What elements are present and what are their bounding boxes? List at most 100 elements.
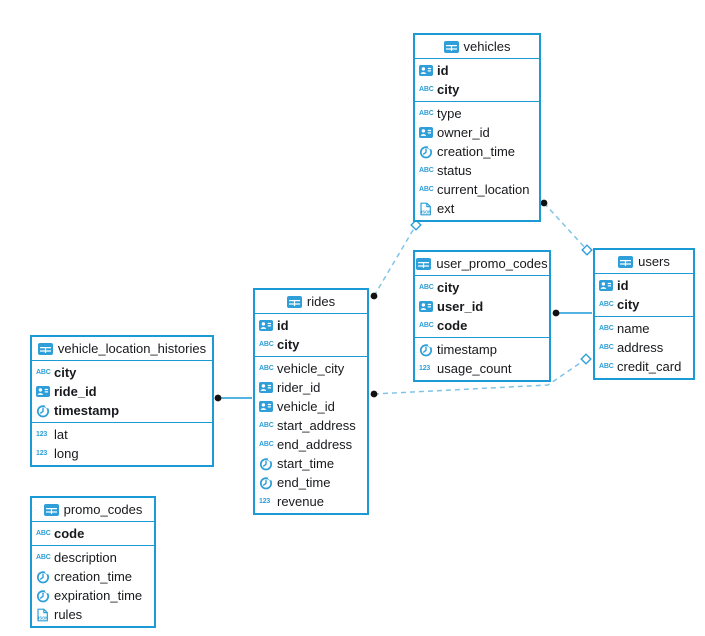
relationship-dot-endpoint bbox=[370, 390, 378, 398]
clock-type-icon bbox=[419, 145, 437, 159]
relationship-line-vehicles-users[interactable] bbox=[543, 202, 588, 251]
relationship-dot-endpoint bbox=[552, 309, 560, 317]
field-name: end_address bbox=[277, 437, 353, 452]
field-row[interactable]: rider_id bbox=[255, 378, 367, 397]
field-name: type bbox=[437, 106, 462, 121]
abc-type-icon: ABC bbox=[259, 365, 274, 372]
field-row[interactable]: user_id bbox=[415, 297, 549, 316]
field-name: code bbox=[54, 526, 85, 541]
field-name: description bbox=[54, 550, 117, 565]
field-row[interactable]: expiration_time bbox=[32, 586, 154, 605]
field-name: id bbox=[277, 318, 289, 333]
field-row[interactable]: start_time bbox=[255, 454, 367, 473]
table-grid-icon bbox=[443, 40, 459, 53]
relationship-diamond-endpoint bbox=[581, 244, 593, 256]
num-type-icon: 123 bbox=[419, 365, 431, 372]
relationship-line-rides-users[interactable] bbox=[373, 358, 587, 395]
field-name: creation_time bbox=[54, 569, 133, 584]
relationship-dot-endpoint bbox=[214, 394, 222, 402]
field-row[interactable]: timestamp bbox=[32, 401, 212, 420]
badge-type-icon bbox=[419, 65, 437, 76]
abc-type-icon: ABC bbox=[259, 341, 274, 348]
field-row[interactable]: creation_time bbox=[415, 142, 539, 161]
table-header[interactable]: rides bbox=[255, 290, 367, 314]
num-type-icon: 123 bbox=[36, 450, 48, 457]
field-name: city bbox=[437, 280, 460, 295]
field-name: start_time bbox=[277, 456, 335, 471]
relationship-dot-endpoint bbox=[370, 292, 378, 300]
field-name: expiration_time bbox=[54, 588, 143, 603]
abc-type-icon: ABC bbox=[599, 344, 614, 351]
field-row[interactable]: id bbox=[415, 61, 539, 80]
field-row[interactable]: end_time bbox=[255, 473, 367, 492]
field-name: long bbox=[54, 446, 79, 461]
field-row[interactable]: vehicle_id bbox=[255, 397, 367, 416]
field-row[interactable]: creation_time bbox=[32, 567, 154, 586]
abc-type-icon: ABC bbox=[599, 363, 614, 370]
json-type-icon: JSON bbox=[419, 202, 437, 216]
field-row[interactable]: id bbox=[255, 316, 367, 335]
field-row[interactable]: id bbox=[595, 276, 693, 295]
table-header[interactable]: vehicles bbox=[415, 35, 539, 59]
table-header[interactable]: vehicle_location_histories bbox=[32, 337, 212, 361]
table-header[interactable]: user_promo_codes bbox=[415, 252, 549, 276]
field-name: name bbox=[617, 321, 650, 336]
table-grid-icon bbox=[37, 342, 53, 355]
abc-type-icon: ABC bbox=[36, 369, 51, 376]
relationship-diamond-endpoint bbox=[410, 219, 422, 231]
field-row[interactable]: ride_id bbox=[32, 382, 212, 401]
relationship-line-rides-vehicles[interactable] bbox=[373, 224, 417, 297]
abc-type-icon: ABC bbox=[419, 322, 434, 329]
field-name: credit_card bbox=[617, 359, 682, 374]
table-name: user_promo_codes bbox=[436, 256, 548, 271]
field-row[interactable]: 123 long bbox=[32, 444, 212, 463]
field-name: timestamp bbox=[54, 403, 120, 418]
num-type-icon: 123 bbox=[36, 431, 48, 438]
field-name: user_id bbox=[437, 299, 484, 314]
badge-type-icon bbox=[259, 320, 277, 331]
table-name: users bbox=[638, 254, 670, 269]
field-name: vehicle_city bbox=[277, 361, 345, 376]
table-header[interactable]: users bbox=[595, 250, 693, 274]
field-row[interactable]: owner_id bbox=[415, 123, 539, 142]
field-row[interactable]: timestamp bbox=[415, 340, 549, 359]
table-grid-icon bbox=[43, 503, 59, 516]
table-header[interactable]: promo_codes bbox=[32, 498, 154, 522]
abc-type-icon: ABC bbox=[419, 284, 434, 291]
clock-type-icon bbox=[36, 589, 54, 603]
